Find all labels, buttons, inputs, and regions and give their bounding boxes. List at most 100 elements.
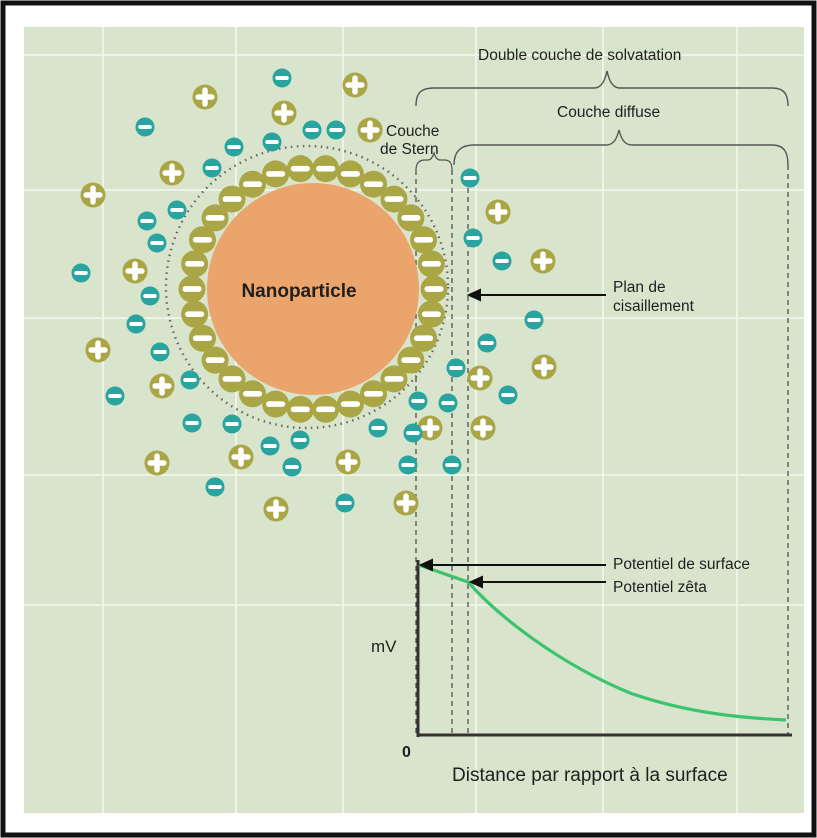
minus-ion-icon [312, 395, 340, 423]
minus-ion-icon [368, 418, 388, 438]
minus-ion-icon [524, 310, 544, 330]
minus-ion-icon [417, 300, 445, 328]
plus-ion-icon [192, 84, 218, 110]
plus-ion-icon [470, 415, 496, 441]
stern-layer-brace [415, 151, 453, 171]
minus-ion-icon [326, 120, 346, 140]
minus-ion-icon [71, 263, 91, 283]
minus-ion-icon [336, 160, 364, 188]
minus-ion-icon [302, 120, 322, 140]
minus-ion-icon [290, 430, 310, 450]
shear-arrow-head [466, 288, 481, 302]
minus-ion-icon [410, 324, 438, 352]
zeta-potential-label: Potentiel zêta [613, 579, 707, 596]
ion-layer [71, 68, 557, 522]
minus-ion-icon [272, 68, 292, 88]
plus-ion-icon [80, 182, 106, 208]
potential-curve [418, 563, 787, 722]
minus-ion-icon [397, 204, 425, 232]
minus-ion-icon [126, 314, 146, 334]
minus-ion-icon [380, 365, 408, 393]
diffuse-layer-brace [453, 129, 789, 166]
minus-ion-icon [446, 358, 466, 378]
plus-ion-icon [144, 450, 170, 476]
minus-ion-icon [438, 393, 458, 413]
minus-ion-icon [360, 380, 387, 408]
minus-ion-icon [218, 185, 246, 213]
plus-ion-icon [271, 100, 297, 126]
minus-ion-icon [286, 155, 314, 183]
minus-ion-icon [239, 380, 266, 408]
minus-ion-icon [239, 170, 266, 198]
minus-ion-icon [188, 324, 216, 352]
minus-ion-icon [135, 117, 155, 137]
minus-ion-icon [398, 455, 418, 475]
surface-arrow-head [418, 558, 433, 572]
minus-ion-icon [181, 300, 209, 328]
plus-ion-icon [122, 258, 148, 284]
shear-plane-label-line2: cisaillement [613, 298, 695, 315]
minus-ion-icon [150, 342, 170, 362]
minus-ion-icon [218, 365, 246, 393]
minus-ion-icon [417, 250, 445, 278]
nanoparticle [207, 183, 419, 395]
minus-ion-icon [262, 160, 290, 188]
minus-ion-icon [181, 250, 209, 278]
minus-ion-icon [477, 333, 497, 353]
potential-plot: mV 0 Distance par rapport à la surface [371, 560, 792, 786]
plus-ion-icon [531, 354, 557, 380]
minus-ion-icon [460, 168, 480, 188]
stern-layer-label-line1: Couche [386, 123, 439, 140]
particle-label: Nanoparticle [241, 281, 356, 302]
minus-ion-icon [202, 158, 222, 178]
minus-ion-icon [336, 390, 364, 418]
minus-ion-icon [180, 370, 200, 390]
minus-ion-icon [463, 228, 483, 248]
plus-ion-icon [159, 160, 185, 186]
minus-ion-icon [397, 346, 425, 374]
double-layer-brace [415, 70, 789, 107]
minus-ion-icon [222, 414, 242, 434]
minus-ion-icon [420, 275, 448, 303]
minus-ion-icon [335, 493, 355, 513]
minus-ion-icon [140, 286, 160, 306]
minus-ion-icon [224, 137, 244, 157]
minus-ion-icon [201, 204, 229, 232]
minus-ion-icon [442, 455, 462, 475]
minus-ion-icon [360, 170, 387, 198]
minus-ion-icon [408, 391, 428, 411]
minus-ion-icon [167, 200, 187, 220]
plus-ion-icon [149, 373, 175, 399]
minus-ion-icon [312, 155, 340, 183]
plus-ion-icon [393, 490, 419, 516]
minus-ion-icon [147, 233, 167, 253]
plus-ion-icon [342, 72, 368, 98]
y-axis-unit: mV [371, 637, 397, 656]
minus-ion-icon [182, 413, 202, 433]
zeta-arrow-head [468, 575, 483, 589]
plus-ion-icon [417, 415, 443, 441]
stern-plane-ring [164, 144, 450, 430]
surface-potential-label: Potentiel de surface [613, 556, 750, 573]
plus-ion-icon [85, 337, 111, 363]
plus-ion-icon [228, 444, 254, 470]
minus-ion-icon [178, 275, 206, 303]
minus-ion-icon [137, 211, 157, 231]
minus-ion-icon [262, 390, 290, 418]
minus-ion-icon [410, 226, 438, 254]
minus-ion-icon [262, 132, 282, 152]
origin-label: 0 [402, 744, 411, 761]
minus-ion-icon [205, 477, 225, 497]
minus-ion-icon [492, 251, 512, 271]
minus-ion-icon [188, 226, 216, 254]
plus-ion-icon [263, 496, 289, 522]
stern-layer-label-line2: de Stern [380, 141, 439, 158]
minus-ion-icon [286, 395, 314, 423]
double-layer-label: Double couche de solvatation [478, 47, 681, 64]
x-axis-label: Distance par rapport à la surface [452, 765, 728, 786]
minus-ion-icon [403, 423, 423, 443]
minus-ion-icon [380, 185, 408, 213]
panel-background [24, 27, 804, 813]
